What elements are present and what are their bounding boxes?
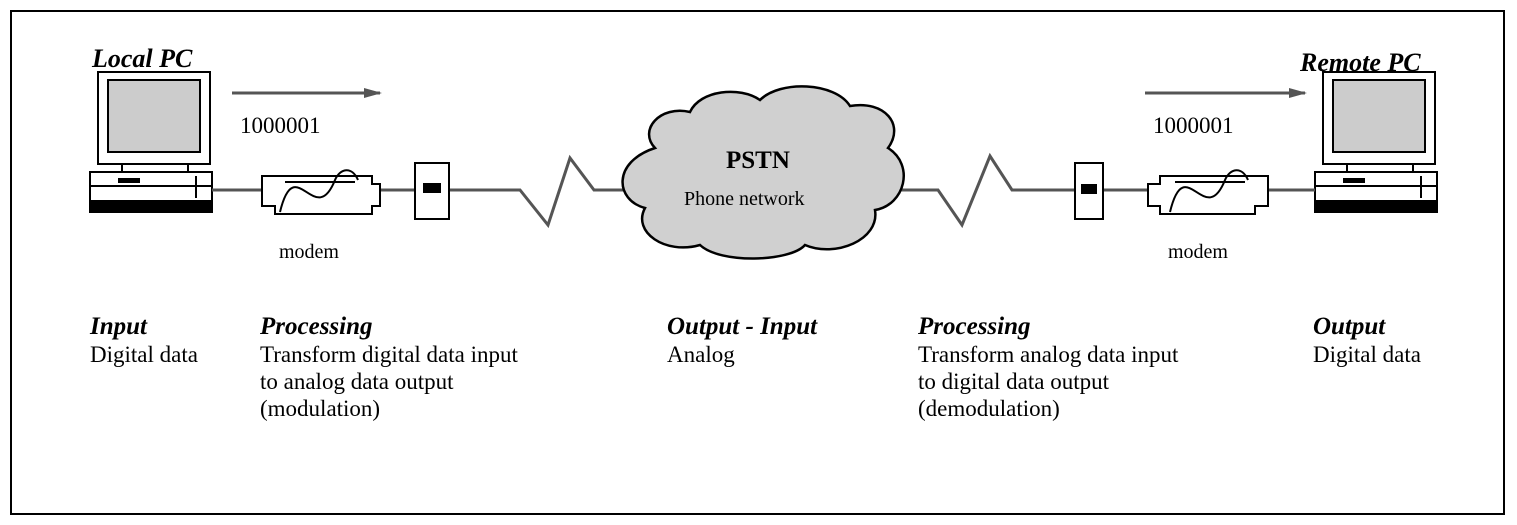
column-processing-modulation: Processing Transform digital data input …: [260, 312, 518, 422]
local-pc-icon: [89, 71, 213, 213]
diagram-frame: [10, 10, 1505, 515]
column-line: to digital data output: [918, 369, 1109, 394]
column-output-input: Output - Input Analog: [667, 312, 817, 368]
column-input: Input Digital data: [90, 312, 198, 368]
connection-lines: [212, 152, 1315, 229]
column-output: Output Digital data: [1313, 312, 1421, 368]
pstn-title: PSTN: [726, 147, 790, 174]
remote-phone-jack-icon: [1074, 162, 1104, 220]
remote-pc-label: Remote PC: [1300, 48, 1421, 77]
column-heading: Processing: [918, 313, 1031, 340]
column-line: Transform digital data input: [260, 342, 518, 367]
remote-modem-label: modem: [1168, 241, 1228, 263]
column-line: Digital data: [90, 342, 198, 367]
remote-modem-icon: [1147, 169, 1269, 215]
pstn-subtitle: Phone network: [684, 188, 805, 210]
column-heading: Input: [90, 313, 147, 340]
column-heading: Processing: [260, 313, 373, 340]
local-phone-jack-icon: [414, 162, 450, 220]
column-line: to analog data output: [260, 369, 454, 394]
column-heading: Output: [1313, 313, 1386, 340]
remote-pc-icon: [1314, 71, 1438, 213]
remote-bits-label: 1000001: [1153, 113, 1234, 138]
pstn-cloud-icon: [621, 85, 905, 260]
local-modem-label: modem: [279, 241, 339, 263]
column-line: (demodulation): [918, 396, 1060, 421]
local-bits-label: 1000001: [240, 113, 321, 138]
column-line: Analog: [667, 342, 735, 367]
column-line: (modulation): [260, 396, 381, 421]
column-heading: Output - Input: [667, 313, 818, 340]
column-line: Digital data: [1313, 342, 1421, 367]
local-modem-icon: [261, 169, 381, 215]
local-pc-label: Local PC: [92, 44, 193, 73]
column-line: Transform analog data input: [918, 342, 1179, 367]
column-processing-demodulation: Processing Transform analog data input t…: [918, 312, 1178, 422]
